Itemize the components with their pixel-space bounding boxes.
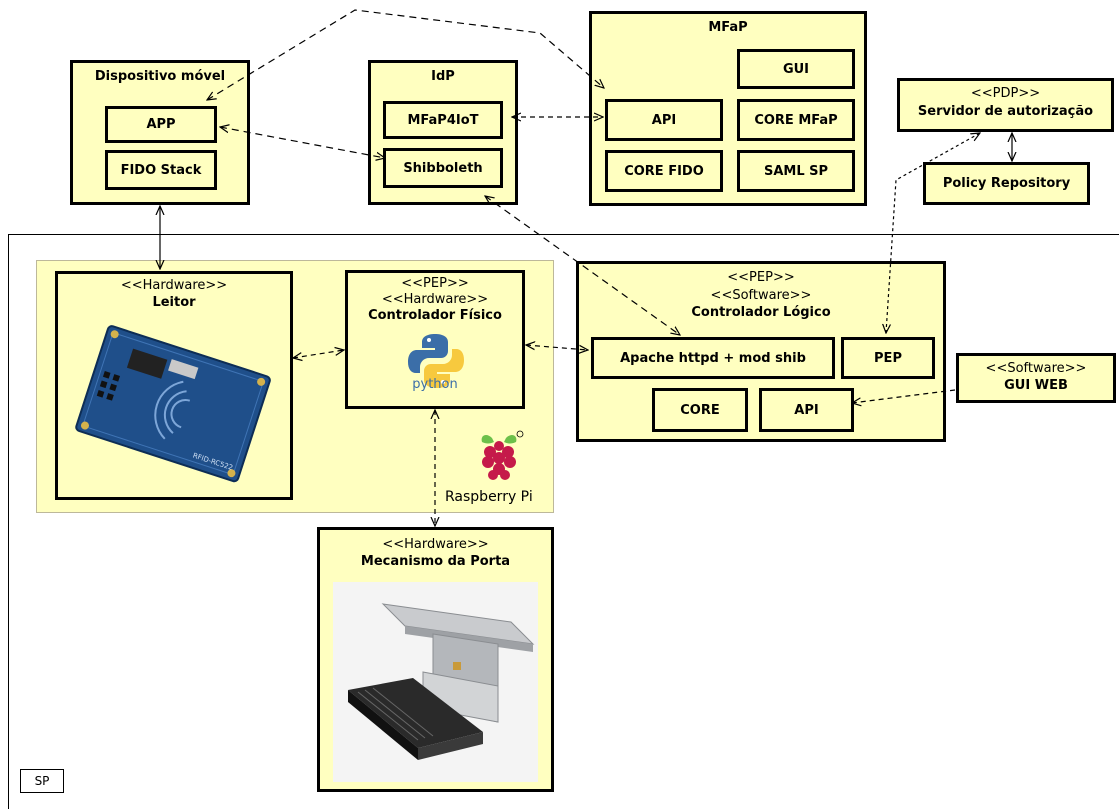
- physical-controller-stereotype-hardware: <<Hardware>>: [381, 292, 489, 307]
- gui-component: GUI: [737, 49, 855, 89]
- fido-stack-component: FIDO Stack: [105, 150, 217, 190]
- pep-component: PEP: [841, 337, 935, 379]
- magnetic-lock-image: [333, 582, 538, 782]
- reader-box: <<Hardware>> Leitor RFID-RC522: [55, 271, 293, 500]
- raspberry-pi-logo-icon: [481, 430, 524, 480]
- raspberry-pi-label: Raspberry Pi: [445, 489, 533, 505]
- mfap-api-component: API: [605, 99, 723, 141]
- saml-sp-component: SAML SP: [737, 150, 855, 192]
- gui-web-box: <<Software>> GUI WEB: [956, 353, 1116, 403]
- physical-controller-title: Controlador Físico: [368, 308, 502, 323]
- pdp-title: Servidor de autorização: [917, 104, 1094, 119]
- mfap-box: MFaP GUI API CORE MFaP CORE FIDO SAML SP: [589, 11, 867, 206]
- gui-web-stereotype: <<Software>>: [985, 361, 1087, 376]
- pdp-box: <<PDP>> Servidor de autorização: [897, 78, 1114, 132]
- mobile-device-title: Dispositivo móvel: [94, 69, 226, 84]
- python-label: python: [412, 377, 458, 392]
- gui-web-title: GUI WEB: [1004, 378, 1068, 393]
- sp-label: SP: [20, 769, 64, 793]
- rfid-reader-image: RFID-RC522: [75, 325, 271, 483]
- mobile-device-box: Dispositivo móvel APP FIDO Stack: [70, 60, 250, 205]
- app-component: APP: [105, 106, 217, 143]
- physical-controller-box: <<PEP>> <<Hardware>> Controlador Físico …: [345, 270, 525, 409]
- mfap4iot-component: MFaP4IoT: [383, 101, 503, 139]
- core-fido-component: CORE FIDO: [605, 150, 723, 192]
- logical-controller-stereotype-pep: <<PEP>>: [727, 270, 795, 285]
- core-mfap-component: CORE MFaP: [737, 99, 855, 141]
- logical-api-component: API: [759, 388, 854, 432]
- python-logo-icon: [408, 334, 464, 388]
- physical-controller-stereotype-pep: <<PEP>>: [401, 276, 469, 291]
- reader-stereotype: <<Hardware>>: [120, 278, 228, 293]
- door-mechanism-stereotype: <<Hardware>>: [382, 537, 489, 552]
- mfap-title: MFaP: [708, 20, 748, 35]
- pdp-stereotype: <<PDP>>: [970, 86, 1041, 101]
- logical-controller-stereotype-software: <<Software>>: [710, 288, 812, 303]
- door-mechanism-box: <<Hardware>> Mecanismo da Porta: [317, 527, 554, 792]
- idp-title: IdP: [431, 69, 455, 84]
- idp-box: IdP MFaP4IoT Shibboleth: [368, 60, 518, 205]
- policy-repository-component: Policy Repository: [923, 162, 1090, 205]
- logical-controller-title: Controlador Lógico: [691, 305, 831, 320]
- core-component: CORE: [652, 388, 748, 432]
- logical-controller-box: <<PEP>> <<Software>> Controlador Lógico …: [576, 261, 946, 442]
- reader-title: Leitor: [152, 295, 196, 310]
- apache-component: Apache httpd + mod shib: [591, 337, 835, 379]
- door-mechanism-title: Mecanismo da Porta: [360, 554, 511, 569]
- shibboleth-component: Shibboleth: [383, 148, 503, 188]
